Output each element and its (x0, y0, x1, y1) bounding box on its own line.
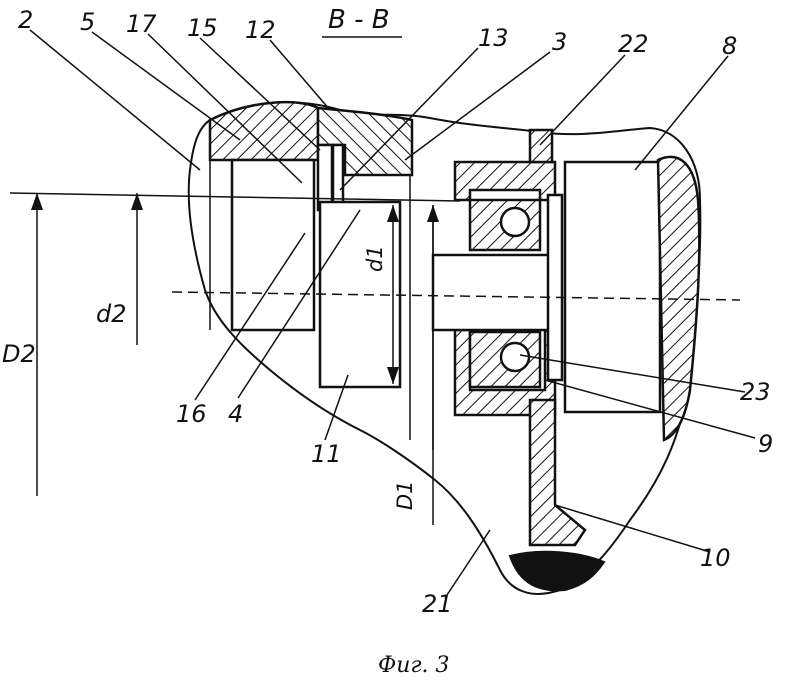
cavity-17 (232, 160, 314, 330)
label-part-4: 4 (228, 400, 243, 428)
label-part-12: 12 (245, 16, 276, 44)
shaft (433, 255, 553, 330)
bearing-housing-22 (455, 162, 555, 200)
label-part-23: 23 (740, 378, 771, 406)
ball-upper (501, 208, 529, 236)
label-part-2: 2 (18, 6, 33, 34)
label-part-8: 8 (722, 32, 737, 60)
seal-black (510, 552, 604, 591)
ball-lower (501, 343, 529, 371)
label-part-3: 3 (552, 28, 567, 56)
figure-caption: Фиг. 3 (378, 653, 450, 678)
label-part-17: 17 (126, 10, 157, 38)
label-dim-d2: d2 (96, 300, 127, 328)
label-part-5: 5 (80, 8, 95, 36)
pin-13 (333, 145, 343, 210)
label-part-21: 21 (422, 590, 453, 618)
label-dim-D1: D1 (393, 480, 417, 510)
label-part-22: 22 (618, 30, 649, 58)
right-wall (658, 157, 699, 440)
bracket-10 (530, 400, 585, 545)
label-dim-D2: D2 (2, 340, 36, 368)
label-part-11: 11 (311, 440, 342, 468)
label-dim-d1: d1 (363, 245, 387, 272)
ring-9 (548, 195, 562, 380)
label-part-16: 16 (176, 400, 207, 428)
label-part-13: 13 (478, 24, 509, 52)
label-part-10: 10 (700, 544, 731, 572)
rotor-8 (565, 162, 660, 412)
label-part-15: 15 (187, 14, 218, 42)
section-title: В - В (328, 5, 390, 35)
ring-15 (318, 145, 332, 210)
label-part-9: 9 (758, 430, 773, 458)
upper-flange-2 (210, 102, 318, 160)
